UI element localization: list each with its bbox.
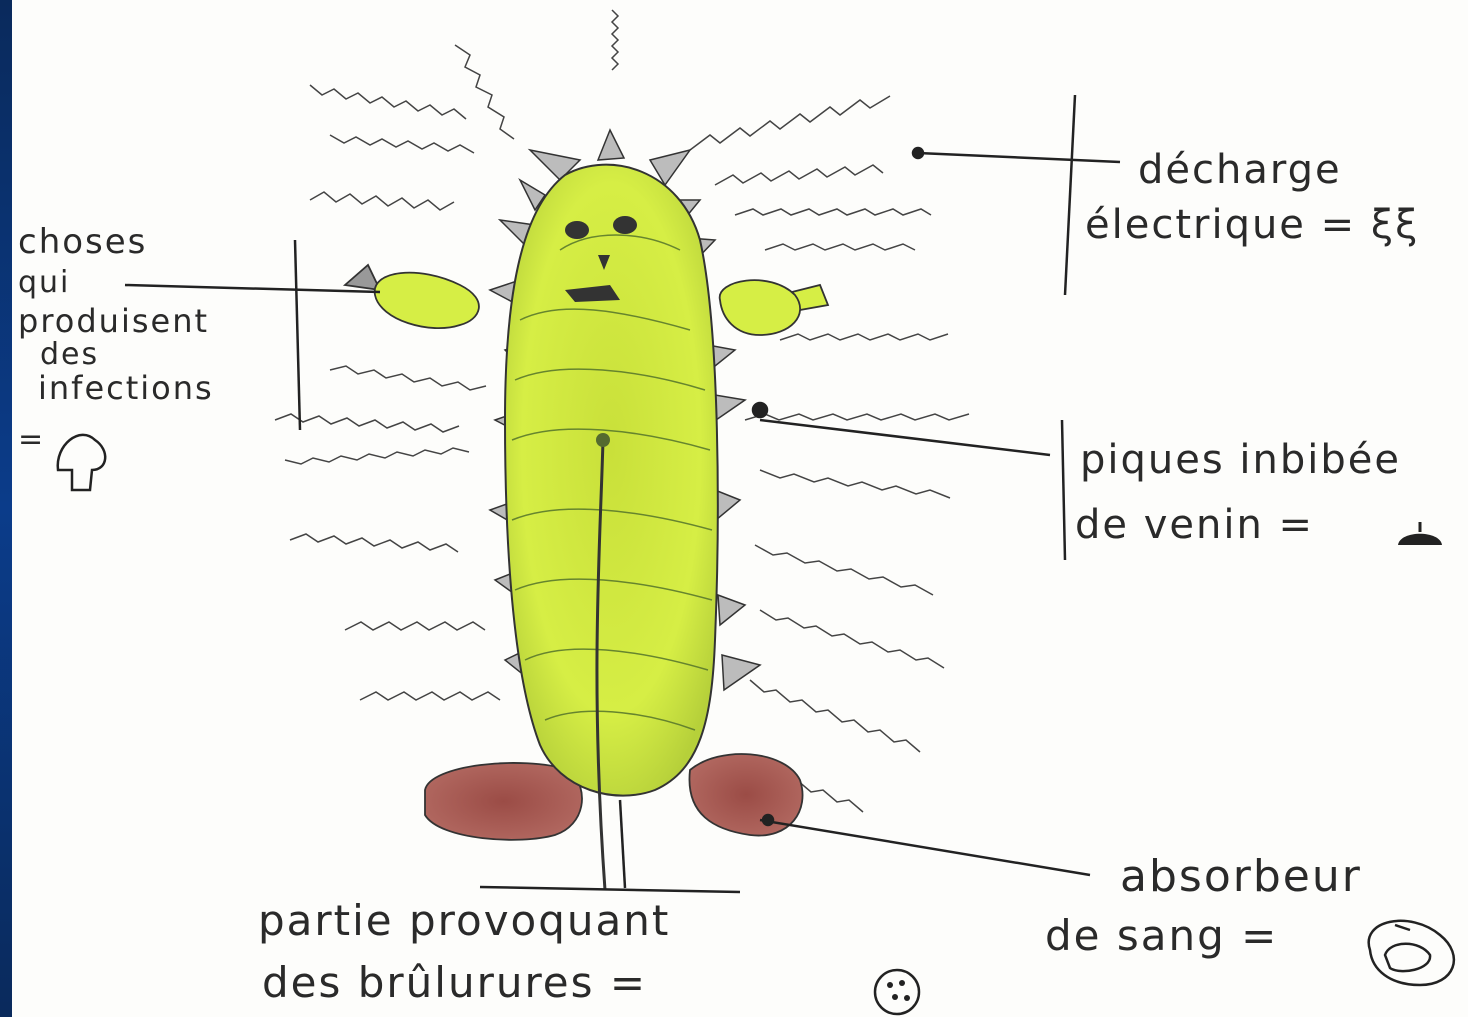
infection-symbol-icon <box>58 435 105 490</box>
label-electric-line-1: décharge <box>1138 150 1342 190</box>
label-burn-line-2: des brûlurures = <box>262 962 647 1004</box>
label-venom-line-1: piques inbibée <box>1080 440 1401 480</box>
label-venom-line-2: de venin = <box>1075 505 1314 545</box>
burn-symbol-icon <box>875 970 919 1014</box>
label-infections-line-1: choses <box>18 225 147 259</box>
label-infections-line-5: infections <box>38 372 214 404</box>
label-infections-line-4: des <box>40 340 99 370</box>
label-blood-line-2: de sang = <box>1045 915 1278 957</box>
label-blood-line-1: absorbeur <box>1120 855 1362 899</box>
label-infections-line-3: produisent <box>18 305 209 337</box>
label-electric-line-2: électrique = ξξ <box>1085 205 1419 245</box>
blood-symbol-icon <box>1369 921 1454 985</box>
label-infections-line-2: qui <box>18 268 70 298</box>
label-burn-line-1: partie provoquant <box>258 900 670 942</box>
label-infections-line-6: = <box>18 425 45 455</box>
venom-symbol-icon <box>1398 522 1442 545</box>
